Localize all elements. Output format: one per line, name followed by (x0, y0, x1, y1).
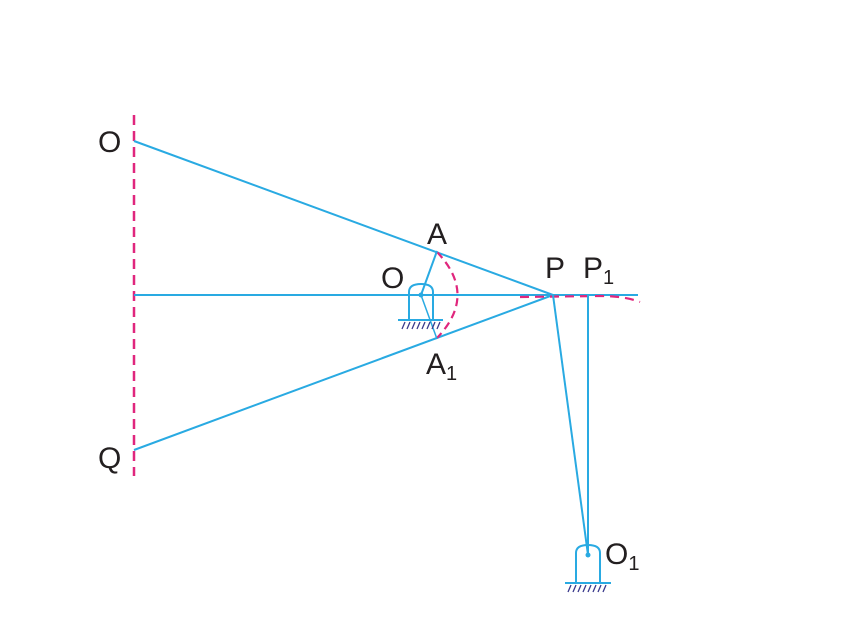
label-P1-main: P (583, 252, 604, 285)
label-O-top: O (98, 126, 122, 159)
pivot-support-O (398, 282, 443, 330)
label-A1-main: A (426, 348, 447, 381)
label-P1-sub: 1 (603, 267, 615, 289)
label-O1: O1 (605, 538, 640, 575)
link-P-to-O1 (552, 294, 589, 556)
label-O1-sub: 1 (628, 553, 640, 575)
link-Q-to-P (133, 294, 554, 451)
label-O1-main: O (605, 538, 629, 571)
label-P1: P1 (583, 252, 615, 289)
label-A: A (427, 218, 448, 251)
label-A1: A1 (426, 348, 458, 385)
pivot-support-O1 (565, 543, 611, 593)
crank-OA (420, 250, 438, 296)
link-O-to-P (133, 140, 554, 296)
dashed-arc-A-A1 (436, 251, 459, 339)
label-P: P (545, 252, 566, 285)
dashed-arc-P-P1 (519, 294, 641, 304)
label-Q: Q (98, 442, 122, 475)
label-A1-sub: 1 (446, 363, 458, 385)
label-O: O (381, 262, 405, 295)
crank-OA1 (420, 294, 438, 340)
